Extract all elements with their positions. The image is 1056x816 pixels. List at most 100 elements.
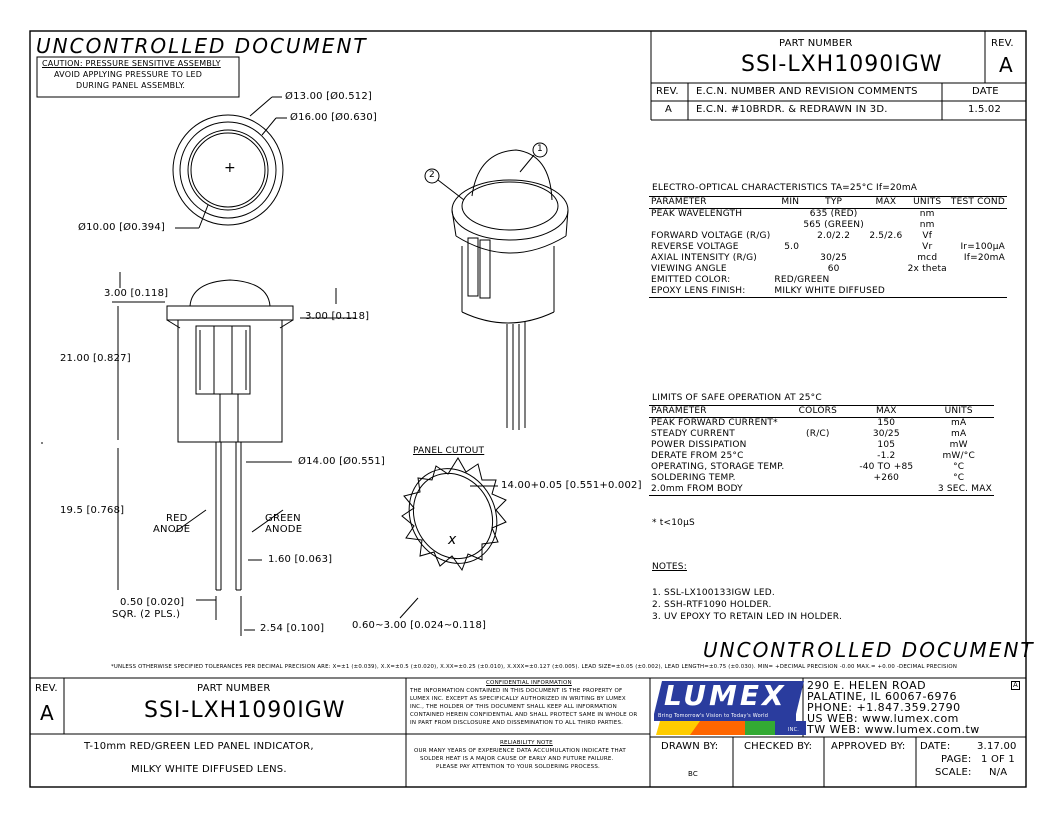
tb-rev-label: REV. <box>35 683 58 694</box>
dim-diameter-13: Ø13.00 [Ø0.512] <box>285 91 372 102</box>
dim-panel-thickness: 0.60~3.00 [0.024~0.118] <box>352 620 487 631</box>
table-cell <box>772 231 801 242</box>
panel-cutout <box>399 457 507 619</box>
tb-confidential-5: IN PART FROM DISCLOSURE AND DISSEMINATIO… <box>410 720 624 726</box>
table-cell: °C <box>953 462 965 472</box>
safe-title: LIMITS OF SAFE OPERATION AT 25°C <box>652 393 822 403</box>
eo-h-test: TEST COND <box>948 196 1007 209</box>
safe-h-param: PARAMETER <box>649 405 787 418</box>
address-line-5: TW WEB: www.lumex.com.tw <box>807 723 980 736</box>
table-cell <box>786 451 849 462</box>
table-cell: 565 (GREEN) <box>803 220 864 230</box>
table-cell: 5.0 <box>784 242 800 252</box>
table-cell: PEAK FORWARD CURRENT* <box>651 418 778 428</box>
eo-h-units: UNITS <box>905 196 949 209</box>
table-cell: 30/25 <box>820 253 848 263</box>
scale-value: N/A <box>989 767 1008 778</box>
table-cell <box>786 440 849 451</box>
drawn-by-value: BC <box>688 770 698 778</box>
dim-height-3-right: 3.00 [0.118] <box>305 311 370 322</box>
rev-table-date: 1.5.02 <box>968 104 1002 115</box>
caution-line-1: CAUTION: PRESSURE SENSITIVE ASSEMBLY <box>42 59 221 68</box>
side-view <box>41 272 356 636</box>
table-cell <box>866 209 905 221</box>
dim-cutout: 14.00+0.05 [0.551+0.002] <box>501 480 642 491</box>
table-cell: nm <box>919 209 935 219</box>
address-rev-badge: A <box>1011 681 1020 690</box>
address-line-1: 290 E. HELEN ROAD <box>807 679 927 692</box>
tb-description-1: T-10mm RED/GREEN LED PANEL INDICATOR, <box>84 741 314 752</box>
table-row: SOLDERING TEMP.+260°C <box>649 473 994 484</box>
table-cell: RED/GREEN <box>774 275 830 285</box>
note-item-2: 2. SSH-RTF1090 HOLDER. <box>652 600 772 610</box>
table-cell: mW/°C <box>942 451 975 461</box>
isometric-view <box>424 142 569 430</box>
table-cell: -40 TO +85 <box>859 462 914 472</box>
rev-table-comment: E.C.N. #10BRDR. & REDRAWN IN 3D. <box>696 104 888 115</box>
table-cell <box>801 242 866 253</box>
table-cell: nm <box>919 220 935 230</box>
dim-pitch: 2.54 [0.100] <box>260 623 325 634</box>
date-value: 3.17.00 <box>977 741 1017 752</box>
tb-reliability-1: OUR MANY YEARS OF EXPERIENCE DATA ACCUMU… <box>414 748 626 754</box>
table-row: OPERATING, STORAGE TEMP. -40 TO +85 °C <box>649 462 994 473</box>
tb-reliability-2: SOLDER HEAT IS A MAJOR CAUSE OF EARLY AN… <box>420 756 614 762</box>
table-cell <box>866 253 905 264</box>
red-anode-label-2: ANODE <box>153 524 191 535</box>
rev-table-rev: A <box>665 104 673 115</box>
table-cell: +260 <box>873 473 900 483</box>
top-view <box>172 96 287 229</box>
tb-description-2: MILKY WHITE DIFFUSED LENS. <box>131 764 287 775</box>
green-anode-label-2: ANODE <box>265 524 303 535</box>
dim-lead-160: 1.60 [0.063] <box>268 554 333 565</box>
tb-confidential-2: LUMEX INC. EXCEPT AS SPECIFICALLY AUTHOR… <box>410 696 626 702</box>
table-cell <box>906 286 949 298</box>
rev-table-header-date: DATE <box>972 86 999 97</box>
table-cell: -1.2 <box>877 451 896 461</box>
table-cell <box>786 462 849 473</box>
uncontrolled-heading-top: UNCONTROLLED DOCUMENT <box>36 34 368 58</box>
dim-lead-050-2: SQR. (2 PLS.) <box>112 609 181 620</box>
part-number-label-top: PART NUMBER <box>779 38 853 49</box>
date-label: DATE: <box>920 741 951 752</box>
table-cell: OPERATING, STORAGE TEMP. <box>651 462 785 472</box>
table-cell: 2.0mm FROM BODY <box>651 484 743 494</box>
drawn-by-label: DRAWN BY: <box>661 741 719 752</box>
address-line-4: US WEB: www.lumex.com <box>807 712 959 725</box>
approved-by-label: APPROVED BY: <box>831 741 906 752</box>
rev-label-top: REV. <box>991 38 1014 49</box>
tb-confidential-title: CONFIDENTIAL INFORMATION <box>486 680 572 686</box>
table-cell: VIEWING ANGLE <box>651 264 727 274</box>
uncontrolled-heading-bottom: UNCONTROLLED DOCUMENT <box>703 638 1035 662</box>
table-cell: Vf <box>922 231 933 241</box>
table-cell: 105 <box>877 440 896 450</box>
tb-reliability-title: RELIABILITY NOTE <box>500 740 553 746</box>
eo-h-max: MAX <box>866 196 906 209</box>
lumex-logo: LUMEX <box>664 679 787 712</box>
table-row: EPOXY LENS FINISH:MILKY WHITE DIFFUSED <box>649 286 1007 298</box>
table-cell: mW <box>949 440 968 450</box>
table-cell: EPOXY LENS FINISH: <box>651 286 746 296</box>
table-cell <box>906 275 949 286</box>
callout-2: 2 <box>429 170 435 180</box>
eo-h-min: MIN <box>772 196 802 209</box>
table-cell <box>866 242 905 253</box>
dim-diameter-10: Ø10.00 [Ø0.394] <box>78 222 165 233</box>
table-cell: EMITTED COLOR: <box>651 275 731 285</box>
dim-diameter-14: Ø14.00 [Ø0.551] <box>298 456 385 467</box>
table-cell <box>786 473 849 484</box>
checked-by-label: CHECKED BY: <box>744 741 813 752</box>
table-cell <box>949 286 1007 298</box>
dim-height-19: 19.5 [0.768] <box>60 505 125 516</box>
dim-height-3-left: 3.00 [0.118] <box>104 288 169 299</box>
table-cell <box>786 418 849 430</box>
lumex-tagline: Bring Tomorrow's Vision to Today's World <box>658 713 769 719</box>
table-cell <box>772 264 801 275</box>
top-view-center: + <box>224 160 236 176</box>
